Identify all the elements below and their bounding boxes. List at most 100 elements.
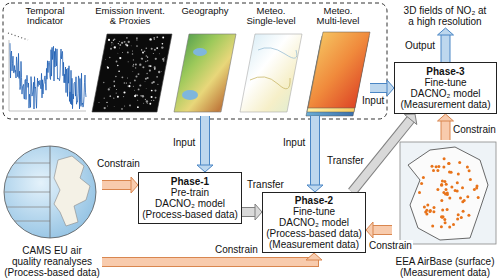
emission-dot: [132, 65, 134, 67]
station-dot: [466, 166, 469, 169]
emission-dot: [139, 84, 141, 86]
phase-box: Phase-1Pre-trainDACNO₂ model(Process-bas…: [138, 172, 242, 224]
globe: [4, 146, 96, 238]
emission-dot: [114, 46, 116, 48]
station-dot: [433, 206, 436, 209]
arrow-outline: [441, 121, 451, 140]
node-text: DACNO₂ model: [142, 198, 238, 209]
phase-box: Phase-3Fine-tuneDACNO₂ model(Measurement…: [394, 62, 497, 114]
edge-label: Transfer: [326, 155, 365, 166]
globe-disc: [4, 146, 96, 238]
plot-axis: [9, 40, 10, 111]
station-dot: [431, 225, 434, 228]
station-dot: [437, 165, 440, 168]
country-outline: [408, 147, 488, 240]
block-arrow: [438, 28, 454, 62]
block-arrow: [102, 253, 322, 262]
station-dot: [436, 169, 439, 172]
emission-dot: [98, 102, 99, 103]
station-dot: [448, 162, 451, 165]
time-series-plot: [8, 33, 86, 111]
emission-dot: [126, 37, 128, 39]
map-frame: [400, 142, 496, 244]
sea-patch: [182, 90, 198, 100]
emission-dot: [107, 67, 109, 69]
phase-title: Phase-3: [398, 66, 493, 77]
station-dot: [426, 204, 429, 207]
emission-dot: [128, 41, 130, 43]
node-text: Geography: [174, 6, 236, 16]
emission-dot: [149, 38, 151, 40]
emission-dot: [121, 108, 123, 110]
emission-dot: [144, 50, 145, 51]
emission-dot: [153, 37, 155, 39]
emission-dot: [108, 39, 110, 41]
emission-dot: [113, 105, 115, 107]
node-text: 3D fields of NO₂ at a high resolution: [395, 5, 495, 27]
emission-panel: Emission Invent. & Proxies: [88, 4, 172, 116]
node-text: Emission Invent. & Proxies: [88, 6, 172, 27]
emission-dot: [136, 94, 138, 96]
emission-dot: [138, 88, 140, 90]
edge-label: Constrain: [452, 124, 497, 135]
station-dot: [435, 165, 438, 168]
emission-dot: [141, 58, 143, 60]
station-dot: [440, 184, 443, 187]
station-dot: [457, 213, 460, 216]
emission-dot: [144, 81, 146, 83]
emission-dot: [132, 70, 134, 72]
emission-dot: [135, 75, 137, 77]
arrow-outline: [370, 83, 387, 93]
emission-dot: [132, 53, 134, 55]
emission-dot: [139, 64, 141, 66]
emission-dot: [154, 49, 156, 51]
station-dot: [440, 183, 443, 186]
node-text: DACNO₂ model: [266, 217, 362, 228]
emission-dot: [151, 100, 152, 101]
phase-title: Phase-2: [266, 195, 362, 206]
station-dot: [477, 196, 480, 199]
node-text: Meteo. Single-level: [240, 6, 302, 27]
arrow-outline: [310, 116, 320, 185]
emission-dot: [127, 51, 129, 53]
emission-dot: [145, 47, 147, 49]
arrow-outline: [200, 116, 210, 165]
emission-dot: [155, 97, 157, 99]
emission-dot: [162, 43, 164, 45]
emission-dot: [162, 58, 164, 60]
station-dot: [423, 205, 426, 208]
arrow-shaft: [311, 116, 319, 185]
station-dot: [429, 209, 432, 212]
emission-dot: [124, 82, 126, 84]
emission-dot: [154, 39, 155, 40]
emission-dot: [153, 81, 155, 83]
station-dot: [450, 171, 453, 174]
emission-dot: [154, 66, 156, 68]
emission-dot: [146, 100, 148, 102]
station-dot: [440, 199, 443, 202]
emission-dot: [107, 105, 108, 106]
arrow-head: [131, 177, 138, 193]
arrow-head: [306, 253, 322, 260]
emission-layer: [92, 34, 172, 112]
phase-box: Phase-2Fine-tuneDACNO₂ model(Process-bas…: [262, 192, 366, 253]
edge-label: Input: [172, 137, 196, 148]
emission-dot: [118, 70, 120, 72]
emission-dot: [103, 82, 104, 83]
emission-dot: [118, 40, 120, 42]
emission-dot: [124, 105, 125, 106]
emission-dot: [147, 56, 148, 57]
arrow-head: [366, 222, 373, 238]
emission-dot: [111, 42, 113, 44]
station-dot: [445, 183, 448, 186]
emission-dot: [116, 93, 117, 94]
emission-dot: [147, 103, 148, 104]
emission-dot: [122, 76, 124, 78]
emission-dot: [128, 85, 130, 87]
emission-dot: [128, 61, 129, 62]
emission-dot: [117, 52, 119, 54]
emission-dot: [114, 85, 116, 87]
emission-dot: [133, 64, 134, 65]
emission-dot: [109, 95, 111, 97]
node-text: Fine-tune: [266, 206, 362, 217]
